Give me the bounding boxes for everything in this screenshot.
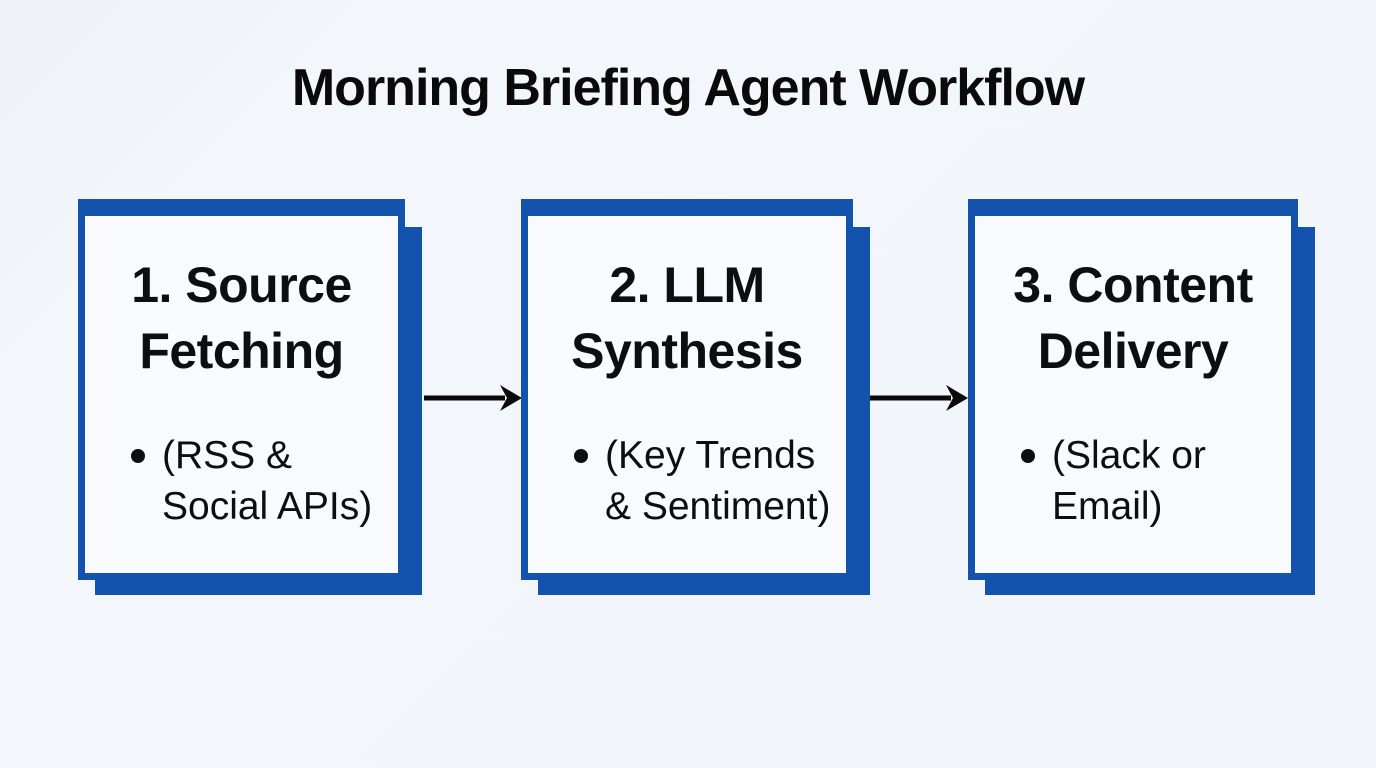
step-3-bullet-line1: (Slack or [1052, 434, 1206, 477]
step-1-heading-line1: 1. Source [131, 257, 352, 313]
step-3-heading-line1: 3. Content [1013, 257, 1253, 313]
step-1-bullet-text: (RSS & Social APIs) [162, 430, 372, 532]
step-1-heading: 1. Source Fetching [89, 252, 394, 384]
diagram-title: Morning Briefing Agent Workflow [291, 59, 1085, 117]
workflow-step-3: 3. Content Delivery (Slack or Email) [968, 199, 1315, 595]
step-3-heading: 3. Content Delivery [979, 252, 1287, 384]
arrow-step2-to-step3-icon [870, 385, 968, 411]
step-2-heading-line1: 2. LLM [609, 257, 765, 313]
workflow-step-2: 2. LLM Synthesis (Key Trends & Sentiment… [521, 199, 870, 595]
step-3-bullet-item: (Slack or Email) [1021, 430, 1283, 532]
step-2-bullet-line1: (Key Trends [605, 434, 816, 477]
step-3-heading-line2: Delivery [1037, 323, 1229, 379]
step-3-card: 3. Content Delivery (Slack or Email) [968, 199, 1298, 580]
step-2-heading-line2: Synthesis [571, 323, 803, 379]
step-2-bullet-text: (Key Trends & Sentiment) [605, 430, 830, 532]
step-2-heading: 2. LLM Synthesis [532, 252, 842, 384]
workflow-step-1: 1. Source Fetching (RSS & Social APIs) [78, 199, 422, 595]
bullet-dot-icon [131, 449, 145, 463]
step-1-card: 1. Source Fetching (RSS & Social APIs) [78, 199, 405, 580]
step-1-heading-line2: Fetching [139, 323, 344, 379]
step-2-bullet-item: (Key Trends & Sentiment) [574, 430, 838, 532]
step-1-bullet-item: (RSS & Social APIs) [131, 430, 390, 532]
step-2-bullet-line2: & Sentiment) [605, 485, 831, 528]
bullet-dot-icon [1021, 449, 1035, 463]
step-2-card: 2. LLM Synthesis (Key Trends & Sentiment… [521, 199, 853, 580]
bullet-dot-icon [574, 449, 588, 463]
step-1-bullet-line1: (RSS & [162, 434, 293, 477]
arrow-step1-to-step2-icon [424, 385, 522, 411]
step-3-bullet-text: (Slack or Email) [1052, 430, 1206, 532]
step-3-bullet-line2: Email) [1052, 485, 1163, 528]
step-1-bullet-line2: Social APIs) [162, 485, 373, 528]
